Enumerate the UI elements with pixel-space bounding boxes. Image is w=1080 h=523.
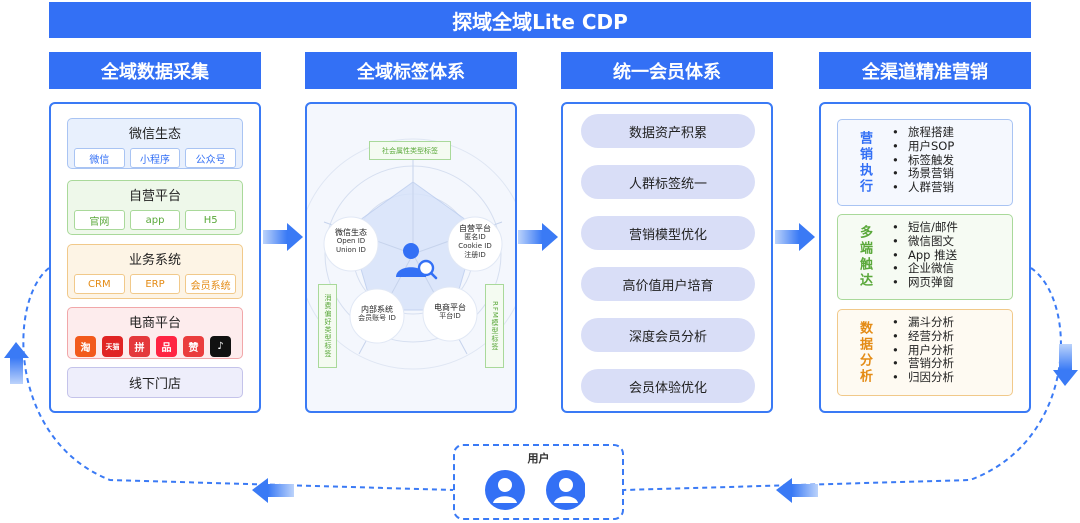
marketing-item: 标签触发 bbox=[892, 153, 954, 168]
membership-item: 数据资产积累 bbox=[581, 114, 755, 148]
node-wechat: 微信生态 Open ID Union ID bbox=[325, 228, 377, 255]
taobao-icon: 淘 bbox=[75, 336, 96, 357]
chip-wechat: 微信 bbox=[74, 148, 125, 168]
marketing-panel: 营销执行 旅程搭建 用户SOP 标签触发 场景营销 人群营销 多端触达 短信/邮… bbox=[819, 102, 1031, 413]
group-label: 数据分析 bbox=[852, 310, 876, 395]
membership-item: 人群标签统一 bbox=[581, 165, 755, 199]
node-line: 平台ID bbox=[439, 312, 461, 320]
user-search-icon bbox=[396, 243, 438, 280]
group-label-text: 多端触达 bbox=[857, 225, 872, 289]
chip-app: app bbox=[129, 210, 181, 230]
tag-consumption-preference: 消费偏好类型标签 bbox=[318, 284, 337, 368]
chip-miniprogram: 小程序 bbox=[129, 148, 181, 168]
chip-erp: ERP bbox=[129, 274, 181, 294]
node-line: Open ID bbox=[336, 237, 366, 245]
group-marketing-execution: 营销执行 旅程搭建 用户SOP 标签触发 场景营销 人群营销 bbox=[837, 119, 1013, 206]
chip-h5: H5 bbox=[185, 210, 237, 230]
arrow-bottom-right bbox=[776, 478, 818, 503]
node-title: 自营平台 bbox=[459, 224, 491, 233]
node-line: Union ID bbox=[336, 246, 366, 254]
node-title: 内部系统 bbox=[361, 305, 393, 314]
marketing-item: 归因分析 bbox=[892, 370, 954, 385]
group-label: 多端触达 bbox=[852, 215, 876, 299]
users-avatars bbox=[485, 470, 585, 510]
marketing-item: 短信/邮件 bbox=[892, 220, 958, 235]
arrow-right-down bbox=[1053, 344, 1078, 386]
page-title: 探域全域Lite CDP bbox=[49, 2, 1031, 38]
marketing-item: 旅程搭建 bbox=[892, 125, 954, 140]
node-title: 微信生态 bbox=[335, 228, 367, 237]
chip-member-system: 会员系统 bbox=[185, 274, 237, 294]
collection-panel: 微信生态 微信 小程序 公众号 自营平台 官网 app H5 业务系统 CRM … bbox=[49, 102, 261, 413]
marketing-item: 用户分析 bbox=[892, 343, 954, 358]
marketing-item: 经营分析 bbox=[892, 329, 954, 344]
group-self-platform: 自营平台 官网 app H5 bbox=[67, 180, 243, 235]
group-title: 线下门店 bbox=[128, 377, 181, 392]
column-heading-tags: 全域标签体系 bbox=[305, 52, 517, 89]
group-label-text: 营销执行 bbox=[857, 130, 872, 195]
membership-item: 深度会员分析 bbox=[581, 318, 755, 352]
chip-official-account: 公众号 bbox=[185, 148, 237, 168]
node-line: 会员账号 ID bbox=[358, 314, 396, 322]
group-multi-channel: 多端触达 短信/邮件 微信图文 App 推送 企业微信 网页弹窗 bbox=[837, 214, 1013, 300]
membership-panel: 数据资产积累 人群标签统一 营销模型优化 高价值用户培育 深度会员分析 会员体验… bbox=[561, 102, 773, 413]
arrow-bottom-left bbox=[252, 478, 294, 503]
group-label: 营销执行 bbox=[852, 120, 876, 205]
tag-social-attribute: 社会属性类型标签 bbox=[369, 141, 451, 160]
group-label-text: 数据分析 bbox=[857, 320, 872, 385]
group-title: 业务系统 bbox=[128, 253, 181, 268]
marketing-item: 人群营销 bbox=[892, 180, 954, 195]
node-title: 电商平台 bbox=[434, 303, 466, 312]
group-title: 自营平台 bbox=[128, 189, 181, 204]
users-box bbox=[453, 444, 624, 520]
column-heading-collection: 全域数据采集 bbox=[49, 52, 261, 89]
user-avatar-icon bbox=[546, 470, 585, 510]
pinduoduo-icon: 拼 bbox=[129, 336, 150, 357]
node-line: Cookie ID bbox=[458, 242, 492, 250]
user-avatar-icon bbox=[485, 470, 525, 510]
node-self-platform: 自营平台 匿名ID Cookie ID 注册ID bbox=[447, 224, 503, 260]
marketing-item: 营销分析 bbox=[892, 357, 954, 371]
node-line: 匿名ID bbox=[464, 233, 486, 241]
thumbs-up-icon: 赞 bbox=[183, 336, 204, 357]
marketing-item: 企业微信 bbox=[892, 262, 958, 276]
marketing-item: 微信图文 bbox=[892, 234, 958, 249]
group-wechat: 微信生态 微信 小程序 公众号 bbox=[67, 118, 243, 169]
arrow-1 bbox=[263, 223, 303, 251]
chip-website: 官网 bbox=[74, 210, 125, 230]
node-ecommerce: 电商平台 平台ID bbox=[424, 303, 476, 321]
column-heading-marketing: 全渠道精准营销 bbox=[819, 52, 1031, 89]
group-business-system: 业务系统 CRM ERP 会员系统 bbox=[67, 244, 243, 299]
arrow-2 bbox=[518, 223, 558, 251]
marketing-item: 漏斗分析 bbox=[892, 315, 954, 330]
tmall-icon: 天猫 bbox=[102, 336, 123, 357]
node-internal-system: 内部系统 会员账号 ID bbox=[351, 305, 403, 323]
xiaohongshu-icon: 品 bbox=[156, 336, 177, 357]
tag-rfm-model: RFM模型标签 bbox=[485, 284, 504, 368]
group-data-analysis: 数据分析 漏斗分析 经营分析 用户分析 营销分析 归因分析 bbox=[837, 309, 1013, 396]
membership-item: 会员体验优化 bbox=[581, 369, 755, 403]
marketing-item: 场景营销 bbox=[892, 167, 954, 181]
membership-item: 营销模型优化 bbox=[581, 216, 755, 250]
loop-right bbox=[623, 267, 1062, 491]
radar-diagram bbox=[307, 138, 515, 370]
arrow-left-up bbox=[4, 342, 29, 384]
arrow-3 bbox=[775, 223, 815, 251]
marketing-item: App 推送 bbox=[892, 248, 958, 263]
douyin-icon: ♪ bbox=[210, 336, 231, 357]
users-title: 用户 bbox=[527, 452, 550, 465]
marketing-item: 用户SOP bbox=[892, 139, 954, 154]
column-heading-membership: 统一会员体系 bbox=[561, 52, 773, 89]
group-title: 电商平台 bbox=[128, 316, 181, 331]
tag-system-panel: 社会属性类型标签 消费偏好类型标签 RFM模型标签 微信生态 Open ID U… bbox=[305, 102, 517, 413]
group-offline-store: 线下门店 bbox=[67, 367, 243, 398]
loop-left bbox=[22, 267, 454, 491]
node-line: 注册ID bbox=[464, 251, 486, 259]
chip-crm: CRM bbox=[74, 274, 125, 294]
membership-item: 高价值用户培育 bbox=[581, 267, 755, 301]
group-ecommerce: 电商平台 淘 天猫 拼 品 赞 ♪ bbox=[67, 307, 243, 359]
group-title: 微信生态 bbox=[128, 127, 181, 142]
marketing-item: 网页弹窗 bbox=[892, 275, 958, 290]
